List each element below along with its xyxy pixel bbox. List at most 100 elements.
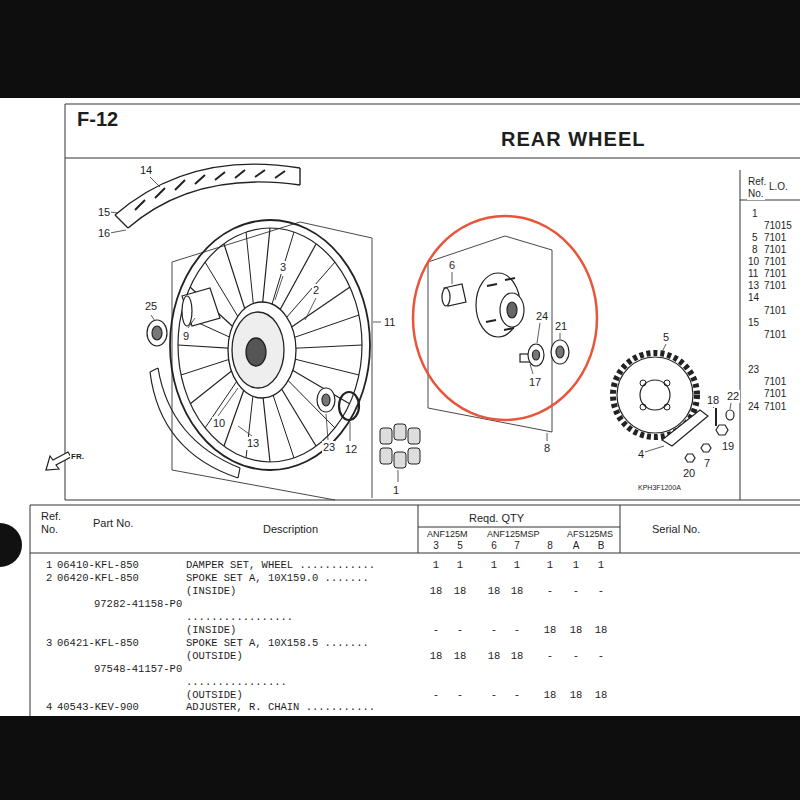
quantity-cell: - (572, 650, 580, 662)
callout-number: 11 (383, 316, 396, 329)
table-cell: 2 (45, 572, 53, 584)
quantity-cell: 18 (429, 585, 444, 597)
table-cell: 3 (45, 637, 53, 649)
quantity-cell: - (513, 689, 521, 701)
table-cell: 13 (747, 280, 760, 292)
callout-number: 15 (97, 206, 111, 219)
quantity-cell: 18 (594, 624, 609, 636)
callout-number: 4 (637, 448, 645, 461)
front-marker: FR. (70, 452, 85, 461)
bearing-and-spacer (147, 320, 167, 346)
column-header: Description (262, 523, 319, 536)
quantity-cell: 18 (510, 650, 525, 662)
table-cell: L.O. (768, 181, 789, 193)
callout-number: 24 (535, 310, 549, 323)
hub-flange-parts (551, 340, 569, 364)
quantity-cell: 18 (594, 689, 609, 701)
table-cell: 7101 (763, 305, 787, 317)
table-cell: 7101 (763, 268, 787, 280)
damper-set (380, 424, 420, 468)
callout-number: 19 (721, 440, 735, 453)
table-cell: 97548-41157-P0 (93, 663, 183, 675)
hub-group-frame (428, 236, 552, 432)
hub-flange-parts (442, 288, 450, 306)
quantity-cell: - (432, 689, 440, 701)
table-cell: 7101 (763, 401, 787, 413)
table-cell: 40543-KEV-900 (56, 701, 140, 713)
quantity-cell: 1 (546, 559, 554, 571)
column-header: No. (40, 523, 59, 536)
quantity-cell: - (490, 689, 498, 701)
chain-adjuster-and-nuts (701, 444, 711, 452)
callout-number: 6 (448, 259, 456, 272)
column-header: AFS125MS (566, 529, 614, 539)
damper-set (380, 428, 392, 444)
sprocket (640, 380, 646, 386)
column-header: 8 (546, 540, 554, 552)
hub (246, 338, 266, 366)
table-cell: 1 (45, 559, 53, 571)
quantity-cell: - (456, 689, 464, 701)
column-header: Ref. (40, 510, 62, 523)
sprocket (640, 404, 646, 410)
quantity-cell: 18 (569, 689, 584, 701)
callout-number: 20 (682, 467, 696, 480)
quantity-cell: 18 (487, 585, 502, 597)
page-title: REAR WHEEL (500, 128, 646, 151)
table-cell: 1 (751, 208, 759, 220)
callout-number: 3 (279, 261, 287, 274)
sprocket (640, 380, 670, 410)
quantity-cell: - (546, 650, 554, 662)
table-cell: SPOKE SET A, 10X159.0 ....... (185, 572, 370, 584)
figure-code: KPH3F1200A (637, 484, 682, 492)
callout-number: 12 (344, 443, 358, 456)
column-header: ANF125M (426, 529, 469, 539)
table-cell: 7101 (763, 244, 787, 256)
table-cell: 5 (751, 232, 759, 244)
column-header: 7 (513, 540, 521, 552)
tire (135, 170, 285, 210)
sprocket (617, 357, 693, 433)
quantity-cell: 1 (572, 559, 580, 571)
column-header: 3 (432, 540, 440, 552)
leader-lines (110, 177, 731, 482)
quantity-cell: - (572, 585, 580, 597)
screen (0, 523, 22, 567)
sheet-frame (65, 104, 800, 500)
callout-number: 14 (139, 164, 153, 177)
quantity-cell: - (597, 585, 605, 597)
table-cell: 15 (747, 317, 760, 329)
callout-number: 16 (97, 227, 111, 240)
table-cell: ................ (185, 676, 288, 688)
table-cell: ................. (185, 611, 294, 623)
table-cell: (INSIDE) (185, 585, 237, 597)
hub-flange-parts (507, 302, 517, 318)
tire (115, 164, 300, 228)
chain-adjuster-and-nuts (726, 410, 734, 420)
hub (228, 302, 296, 398)
sprocket (664, 380, 670, 386)
column-header: Serial No. (651, 523, 701, 536)
quantity-cell: 18 (453, 585, 468, 597)
table-cell: 7101 (763, 376, 787, 388)
chain-adjuster-and-nuts (716, 425, 728, 435)
table-cell: 10 (747, 256, 760, 268)
damper-set (408, 428, 420, 444)
callout-number: 13 (246, 437, 260, 450)
bearing-and-spacer (322, 394, 330, 406)
quantity-cell: - (432, 624, 440, 636)
highlight-circle (413, 216, 597, 420)
table-cell: 7101 (763, 256, 787, 268)
rim (170, 220, 370, 470)
screen (0, 98, 800, 716)
hub (232, 312, 284, 388)
rim-strip (150, 368, 240, 478)
hub-flange-parts (528, 344, 544, 366)
table-cell: Ref. (747, 176, 767, 188)
hub-flange-parts (486, 278, 515, 330)
bearing-and-spacer (182, 288, 220, 326)
table-cell: 71015 (763, 220, 793, 232)
column-header: 5 (456, 540, 464, 552)
quantity-cell: - (546, 585, 554, 597)
